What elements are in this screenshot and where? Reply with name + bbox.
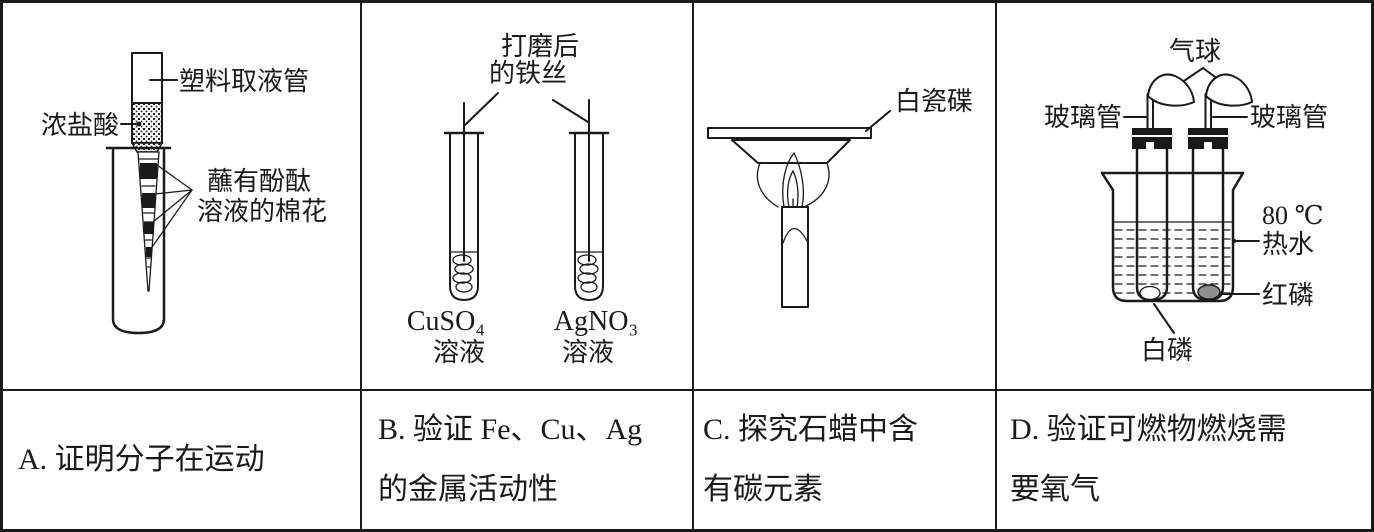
hot-water-label: 热水 xyxy=(1262,230,1314,259)
option-c-line1: C. 探究石蜡中含 xyxy=(703,413,919,446)
option-d-line1: D. 验证可燃物燃烧需 xyxy=(1010,413,1287,446)
acid-in-dropper xyxy=(131,102,163,144)
rubber-stopper-left xyxy=(1132,128,1172,157)
panel-a-diagram-cell: 塑料取液管 浓盐酸 蘸有酚酞 溶液的棉花 xyxy=(3,3,360,389)
cuso4-solution-label: 溶液 xyxy=(433,338,485,367)
red-phosphorus-sample xyxy=(1197,284,1221,300)
option-b-caption: B. 验证 Fe、Cu、Ag 的金属活动性 xyxy=(362,391,692,529)
agno3-formula-label: AgNO₃ xyxy=(554,306,638,337)
beaker-spout-left xyxy=(1100,171,1115,192)
candle-carbon-experiment-diagram: 白瓷碟 xyxy=(707,87,973,308)
wire-leader-left xyxy=(464,92,499,126)
dropper-bulb xyxy=(131,52,163,104)
option-a-cell: A. 证明分子在运动 xyxy=(3,391,360,529)
agno3-test-tube xyxy=(568,99,610,301)
cuso4-formula-label: CuSO₄ xyxy=(407,306,485,337)
test-tube-left xyxy=(1135,147,1169,302)
glass-tube-left-label: 玻璃管 xyxy=(1044,103,1122,132)
option-b-line2: 的金属活动性 xyxy=(378,473,558,506)
smoke-curve-left xyxy=(756,162,779,208)
dropper-label: 塑料取液管 xyxy=(179,67,309,96)
glass-tube-right xyxy=(1204,93,1212,131)
test-tube-right xyxy=(1191,147,1225,302)
plastic-dropper xyxy=(130,52,164,153)
inner-flame xyxy=(786,169,799,208)
candle-flame xyxy=(756,151,830,208)
balloon-label: 气球 xyxy=(1169,37,1221,66)
rubber-stopper-right xyxy=(1188,128,1228,157)
candle xyxy=(781,206,809,308)
combustion-oxygen-experiment-diagram: 气球 玻璃管 玻璃管 xyxy=(1044,37,1328,365)
tube-body xyxy=(111,148,166,335)
cotton-label-line2: 溶液的棉花 xyxy=(197,197,327,226)
test-tube xyxy=(105,146,172,335)
dish-leader-line xyxy=(865,110,891,132)
wax-line xyxy=(782,227,808,244)
glass-tube-right-label: 玻璃管 xyxy=(1250,103,1328,132)
option-d-caption: D. 验证可燃物燃烧需 要氧气 xyxy=(997,391,1371,529)
metal-activity-experiment-diagram: 打磨后 的铁丝 xyxy=(407,32,638,367)
option-a-caption: A. 证明分子在运动 xyxy=(3,391,360,529)
option-c-caption: C. 探究石蜡中含 有碳元素 xyxy=(694,391,995,529)
wire-coil xyxy=(577,254,599,293)
water-dashes xyxy=(1114,229,1232,294)
option-b-line1: B. 验证 Fe、Cu、Ag xyxy=(378,413,643,446)
option-c-line2: 有碳元素 xyxy=(703,473,823,506)
cotton-pieces xyxy=(140,163,157,257)
beaker-spout-right xyxy=(1231,171,1245,192)
porcelain-dish xyxy=(707,127,872,164)
outer-flame xyxy=(782,151,805,208)
hot-water xyxy=(1113,221,1233,294)
glass-tube-left xyxy=(1146,93,1154,131)
iron-wire-label-line1: 打磨后 xyxy=(501,32,579,61)
dish-base xyxy=(731,139,851,164)
white-phosphorus-sample xyxy=(1139,285,1161,301)
option-d-line2: 要氧气 xyxy=(1010,473,1100,506)
panel-d-diagram-cell: 气球 玻璃管 玻璃管 xyxy=(995,3,1371,389)
beaker-body xyxy=(1111,188,1235,303)
dish-plate xyxy=(707,127,872,139)
caption-row: A. 证明分子在运动 B. 验证 Fe、Cu、Ag 的金属活动性 C. 探究石蜡… xyxy=(3,389,1371,529)
acid-label: 浓盐酸 xyxy=(41,111,119,140)
wire-coil xyxy=(452,254,474,293)
balloon-left xyxy=(1147,73,1195,107)
panel-b-diagram-cell: 打磨后 的铁丝 xyxy=(360,3,692,389)
agno3-solution-label: 溶液 xyxy=(562,338,614,367)
red-phosphorus-label: 红磷 xyxy=(1262,281,1314,310)
panel-c-diagram-cell: 白瓷碟 xyxy=(692,3,995,389)
diagram-row: 塑料取液管 浓盐酸 蘸有酚酞 溶液的棉花 打磨后 的铁丝 xyxy=(3,3,1371,389)
cotton-label-line1: 蘸有酚酞 xyxy=(207,167,311,196)
molecule-motion-experiment-diagram: 塑料取液管 浓盐酸 蘸有酚酞 溶液的棉花 xyxy=(41,52,327,335)
white-phosphorus-label: 白磷 xyxy=(1141,336,1193,365)
dish-label: 白瓷碟 xyxy=(895,87,973,116)
cuso4-test-tube xyxy=(443,102,485,301)
smoke-curve-right xyxy=(803,162,830,208)
tube-body xyxy=(574,133,604,301)
option-d-cell: D. 验证可燃物燃烧需 要氧气 xyxy=(995,391,1371,529)
option-c-cell: C. 探究石蜡中含 有碳元素 xyxy=(692,391,995,529)
balloon-right xyxy=(1205,73,1253,107)
white-phosphorus-leader xyxy=(1153,303,1175,334)
iron-wire-label-line2: 的铁丝 xyxy=(489,59,567,88)
tube-body xyxy=(449,133,479,301)
beaker xyxy=(1100,171,1245,303)
option-a-line1: A. 证明分子在运动 xyxy=(18,443,265,476)
cotton-leader-fan xyxy=(149,164,193,251)
acid-leader-dot xyxy=(136,121,142,127)
wire-leader-right xyxy=(552,99,589,123)
option-b-cell: B. 验证 Fe、Cu、Ag 的金属活动性 xyxy=(360,391,692,529)
dropper-tip-with-cotton xyxy=(137,151,160,292)
candle-body xyxy=(781,206,809,308)
temperature-label: 80 ℃ xyxy=(1262,201,1324,230)
